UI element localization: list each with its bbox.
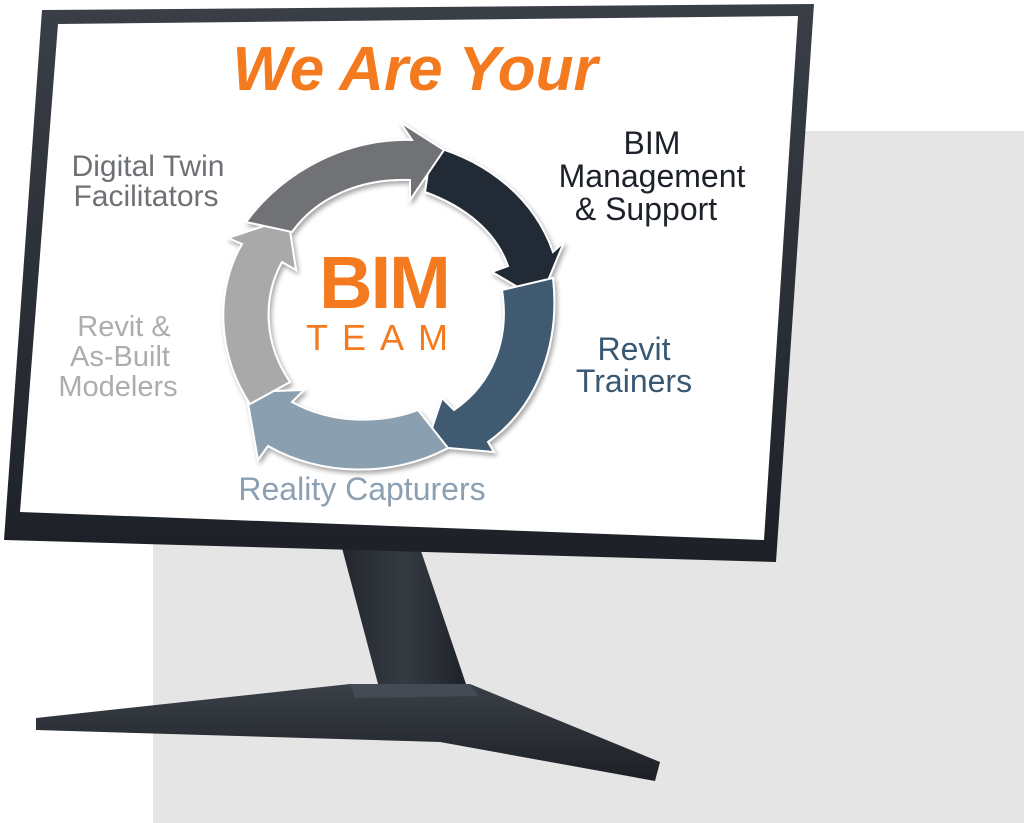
role-bim-management-line1: BIM (624, 125, 681, 161)
headline: We Are Your (232, 35, 600, 104)
arrow-segment-dark (423, 144, 565, 302)
base-highlight (350, 684, 478, 698)
monitor-screen (20, 16, 798, 540)
arrow-segment-gray (244, 121, 446, 234)
role-reality-capturers: Reality Capturers (238, 471, 485, 507)
role-bim-management-line2: Management (559, 158, 746, 194)
role-digital-twin-line2: Facilitators (73, 180, 218, 213)
role-revit-trainers-line1: Revit (598, 331, 671, 367)
monitor-base (36, 684, 660, 781)
arrow-segment-light-gray (222, 216, 298, 406)
center-team: TEAM (306, 317, 462, 358)
arrow-segment-light-blue (244, 388, 450, 471)
role-revit-trainers-line2: Trainers (576, 363, 692, 399)
center-bim: BIM (319, 241, 449, 324)
monitor-neck (342, 548, 466, 684)
bim-cycle-diagram (222, 121, 565, 471)
role-revit-modelers-line2: As-Built (70, 341, 170, 373)
role-revit-modelers-line3: Modelers (58, 371, 177, 403)
role-revit-modelers-line1: Revit & (77, 311, 170, 343)
role-bim-management-line3: & Support (575, 191, 717, 227)
role-digital-twin-line1: Digital Twin (72, 150, 225, 183)
